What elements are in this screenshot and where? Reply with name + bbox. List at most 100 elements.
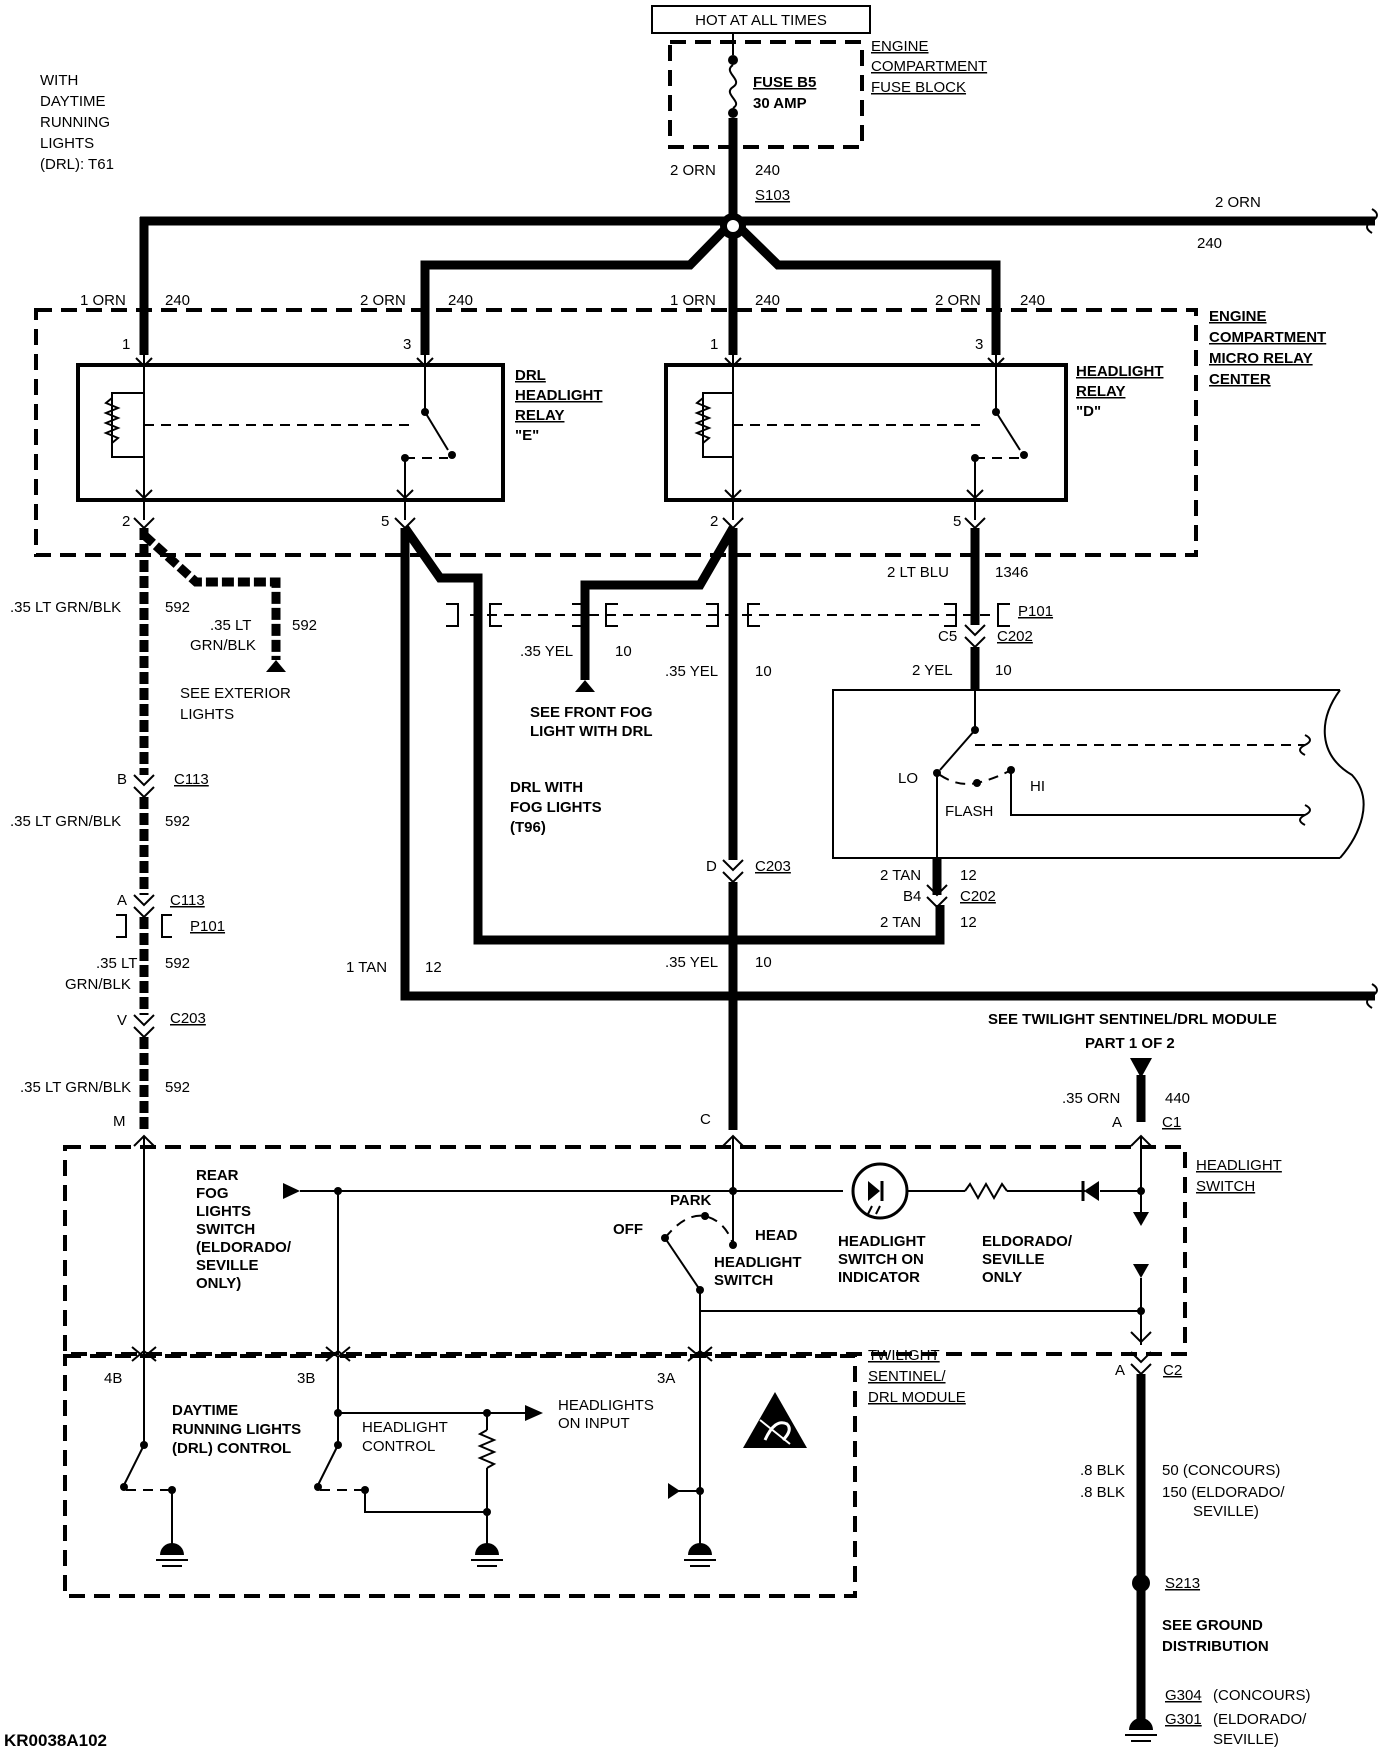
svg-text:HEADLIGHTS: HEADLIGHTS bbox=[558, 1397, 654, 1414]
svg-text:592: 592 bbox=[292, 617, 317, 634]
headlight-switch-internals: REAR FOG LIGHTS SWITCH (ELDORADO/ SEVILL… bbox=[133, 1134, 1152, 1355]
svg-text:10: 10 bbox=[755, 954, 772, 971]
splice-s213 bbox=[1132, 1574, 1150, 1592]
svg-text:(DRL) CONTROL: (DRL) CONTROL bbox=[172, 1440, 291, 1457]
svg-text:ENGINE: ENGINE bbox=[871, 38, 929, 55]
svg-text:150 (ELDORADO/: 150 (ELDORADO/ bbox=[1162, 1484, 1285, 1501]
diode-icon bbox=[1084, 1181, 1099, 1201]
svg-text:240: 240 bbox=[1020, 292, 1045, 309]
svg-text:GRN/BLK: GRN/BLK bbox=[65, 976, 131, 993]
resistor-icon bbox=[477, 1429, 497, 1469]
svg-text:(ELDORADO/: (ELDORADO/ bbox=[196, 1239, 292, 1256]
svg-text:ELDORADO/: ELDORADO/ bbox=[982, 1233, 1073, 1250]
relay-contact-icon bbox=[995, 411, 1021, 451]
module-title: TWILIGHT SENTINEL/ DRL MODULE bbox=[868, 1347, 966, 1406]
headlight-switch-title: HEADLIGHT SWITCH bbox=[1196, 1157, 1282, 1195]
svg-text:RELAY: RELAY bbox=[1076, 383, 1125, 400]
svg-text:"E": "E" bbox=[515, 427, 539, 444]
svg-text:B4: B4 bbox=[903, 888, 921, 905]
svg-text:RUNNING: RUNNING bbox=[40, 114, 110, 131]
svg-text:2: 2 bbox=[710, 513, 718, 530]
svg-text:1: 1 bbox=[710, 336, 718, 353]
svg-text:LIGHTS: LIGHTS bbox=[180, 706, 234, 723]
svg-text:2 ORN: 2 ORN bbox=[1215, 194, 1261, 211]
svg-text:(ELDORADO/: (ELDORADO/ bbox=[1213, 1711, 1307, 1728]
svg-text:592: 592 bbox=[165, 1079, 190, 1096]
svg-text:M: M bbox=[113, 1113, 126, 1130]
svg-text:G304: G304 bbox=[1165, 1687, 1202, 1704]
fuse-icon bbox=[728, 64, 738, 109]
svg-text:3: 3 bbox=[975, 336, 983, 353]
svg-text:C203: C203 bbox=[755, 858, 791, 875]
svg-text:.35 YEL: .35 YEL bbox=[520, 643, 573, 660]
svg-text:50 (CONCOURS): 50 (CONCOURS) bbox=[1162, 1462, 1280, 1479]
svg-text:COMPARTMENT: COMPARTMENT bbox=[871, 58, 987, 75]
sentinel-reference: SEE TWILIGHT SENTINEL/DRL MODULE PART 1 … bbox=[988, 1011, 1277, 1131]
hot-at-all-times-box: HOT AT ALL TIMES bbox=[651, 5, 871, 34]
svg-text:SEE TWILIGHT SENTINEL/DRL MODU: SEE TWILIGHT SENTINEL/DRL MODULE bbox=[988, 1011, 1277, 1028]
svg-text:2 YEL: 2 YEL bbox=[912, 662, 953, 679]
hot-label: HOT AT ALL TIMES bbox=[695, 12, 827, 29]
svg-text:"D": "D" bbox=[1076, 403, 1101, 420]
svg-text:SEE FRONT FOG: SEE FRONT FOG bbox=[530, 704, 653, 721]
svg-text:3A: 3A bbox=[657, 1370, 675, 1387]
svg-text:440: 440 bbox=[1165, 1090, 1190, 1107]
svg-text:1346: 1346 bbox=[995, 564, 1028, 581]
svg-text:.8 BLK: .8 BLK bbox=[1080, 1462, 1125, 1479]
fuse-rating: 30 AMP bbox=[753, 95, 807, 112]
svg-text:P101: P101 bbox=[1018, 603, 1053, 620]
svg-text:2: 2 bbox=[122, 513, 130, 530]
svg-text:.35 YEL: .35 YEL bbox=[665, 954, 718, 971]
svg-text:2 LT BLU: 2 LT BLU bbox=[887, 564, 949, 581]
p101-connector-row bbox=[446, 603, 1010, 627]
dimmer-switch-circuit: 2 LT BLU 1346 P101 C5 C202 2 YEL 10 LO H… bbox=[832, 500, 1365, 931]
svg-text:S213: S213 bbox=[1165, 1575, 1200, 1592]
svg-text:SEVILLE): SEVILLE) bbox=[1213, 1731, 1279, 1748]
svg-text:ON INPUT: ON INPUT bbox=[558, 1415, 630, 1432]
esd-warning-icon bbox=[743, 1392, 807, 1448]
svg-text:DAYTIME: DAYTIME bbox=[172, 1402, 238, 1419]
svg-text:12: 12 bbox=[960, 867, 977, 884]
svg-text:.35 YEL: .35 YEL bbox=[665, 663, 718, 680]
svg-text:12: 12 bbox=[960, 914, 977, 931]
continuation-mark bbox=[1366, 208, 1378, 234]
svg-text:ONLY: ONLY bbox=[982, 1269, 1022, 1286]
svg-text:LIGHTS: LIGHTS bbox=[196, 1203, 251, 1220]
svg-text:TWILIGHT: TWILIGHT bbox=[868, 1347, 940, 1364]
svg-text:CENTER: CENTER bbox=[1209, 371, 1271, 388]
svg-text:2 TAN: 2 TAN bbox=[880, 914, 921, 931]
svg-text:C113: C113 bbox=[174, 771, 209, 788]
svg-text:ENGINE: ENGINE bbox=[1209, 308, 1267, 325]
svg-text:GRN/BLK: GRN/BLK bbox=[190, 637, 256, 654]
svg-text:COMPARTMENT: COMPARTMENT bbox=[1209, 329, 1326, 346]
figure-id: KR0038A102 bbox=[4, 1731, 107, 1750]
svg-text:LIGHTS: LIGHTS bbox=[40, 135, 94, 152]
svg-text:DRL: DRL bbox=[515, 367, 546, 384]
drl-switch-contact-icon bbox=[123, 1444, 145, 1486]
svg-text:DRL WITH: DRL WITH bbox=[510, 779, 583, 796]
rear-fog-output-arrow bbox=[283, 1183, 300, 1199]
svg-text:HEADLIGHT: HEADLIGHT bbox=[838, 1233, 926, 1250]
svg-text:.35 LT GRN/BLK: .35 LT GRN/BLK bbox=[10, 813, 121, 830]
svg-text:.35 ORN: .35 ORN bbox=[1062, 1090, 1120, 1107]
dimmer-contact-icon bbox=[939, 729, 976, 771]
svg-text:FOG LIGHTS: FOG LIGHTS bbox=[510, 799, 602, 816]
svg-text:PART 1 OF 2: PART 1 OF 2 bbox=[1085, 1035, 1175, 1052]
svg-text:.35 LT GRN/BLK: .35 LT GRN/BLK bbox=[20, 1079, 131, 1096]
svg-text:(DRL): T61: (DRL): T61 bbox=[40, 156, 114, 173]
svg-text:.35 LT GRN/BLK: .35 LT GRN/BLK bbox=[10, 599, 121, 616]
svg-text:10: 10 bbox=[755, 663, 772, 680]
svg-text:HEADLIGHT: HEADLIGHT bbox=[515, 387, 603, 404]
svg-text:DAYTIME: DAYTIME bbox=[40, 93, 106, 110]
svg-text:.35 LT: .35 LT bbox=[96, 955, 137, 972]
svg-text:C5: C5 bbox=[938, 628, 957, 645]
svg-text:3B: 3B bbox=[297, 1370, 315, 1387]
svg-text:WITH: WITH bbox=[40, 72, 78, 89]
svg-text:240: 240 bbox=[755, 292, 780, 309]
svg-text:RUNNING LIGHTS: RUNNING LIGHTS bbox=[172, 1421, 301, 1438]
svg-text:10: 10 bbox=[995, 662, 1012, 679]
svg-text:(CONCOURS): (CONCOURS) bbox=[1213, 1687, 1311, 1704]
left-branch: .35 LT GRN/BLK 592 .35 LT GRN/BLK 592 SE… bbox=[10, 500, 317, 1130]
svg-text:HEADLIGHT: HEADLIGHT bbox=[1196, 1157, 1282, 1174]
svg-text:FLASH: FLASH bbox=[945, 803, 993, 820]
